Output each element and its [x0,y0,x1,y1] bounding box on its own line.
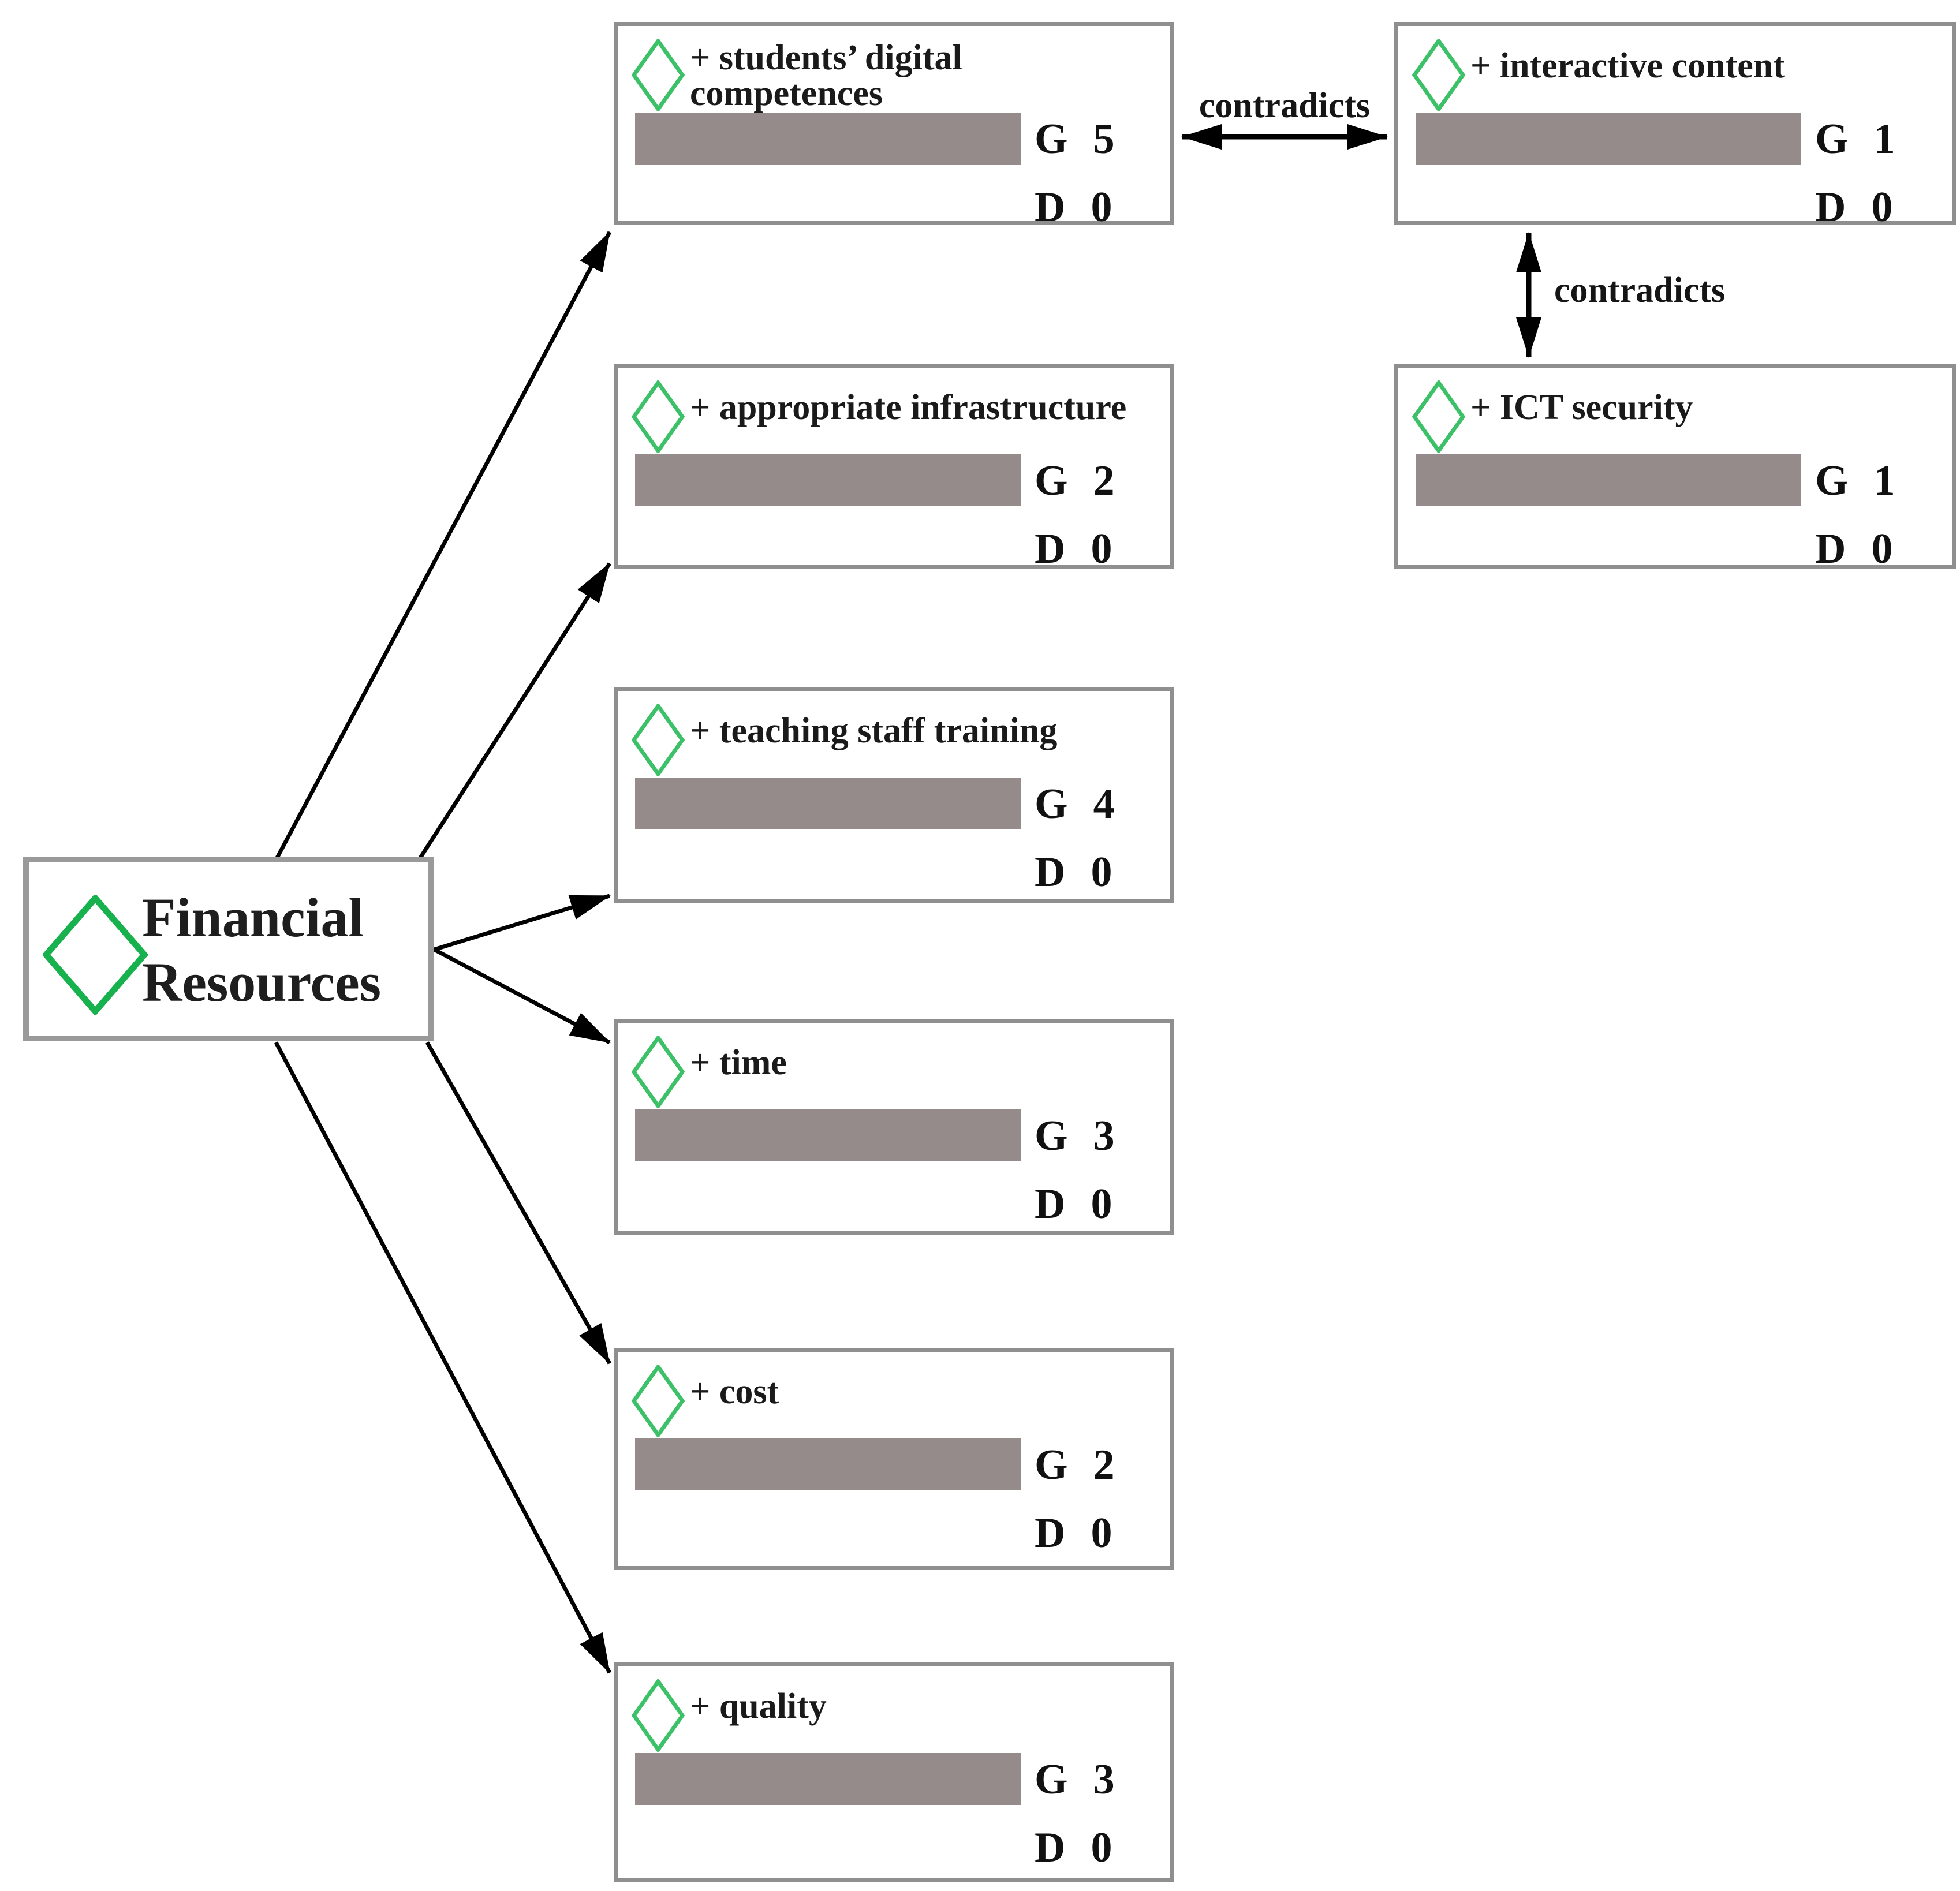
diamond-icon [631,1677,685,1755]
diamond-icon [1412,37,1466,114]
diamond-icon [1412,379,1466,456]
diamond-icon [631,702,685,779]
node-label: + interactive content [1470,46,1785,85]
score-bar [1416,454,1801,506]
score-bar [1416,113,1801,165]
score-bar [635,1438,1021,1490]
node-label: Financial Resources [142,887,382,1013]
diamond-icon [631,1363,685,1440]
score-bar [635,778,1021,829]
diamond-icon [631,1034,685,1111]
score-bar [635,1109,1021,1161]
node-label: + students’ digital competences [690,38,962,113]
node-financial-resources[interactable]: Financial Resources [23,857,434,1041]
diamond-icon [631,379,685,456]
node-label: + time [690,1043,787,1082]
node-label: + ICT security [1470,388,1693,427]
diamond-icon [42,893,149,1018]
score-bar [635,113,1021,165]
diamond-icon [631,37,685,114]
node-label: + teaching staff training [690,711,1058,750]
contradicts-label-horizontal: contradicts [1199,86,1371,125]
score-bar [635,1753,1021,1805]
score-bar [635,454,1021,506]
contradicts-label-vertical: contradicts [1554,271,1726,310]
node-label: + cost [690,1372,779,1411]
node-label: + appropriate infrastructure [690,388,1127,427]
node-label: + quality [690,1687,827,1726]
